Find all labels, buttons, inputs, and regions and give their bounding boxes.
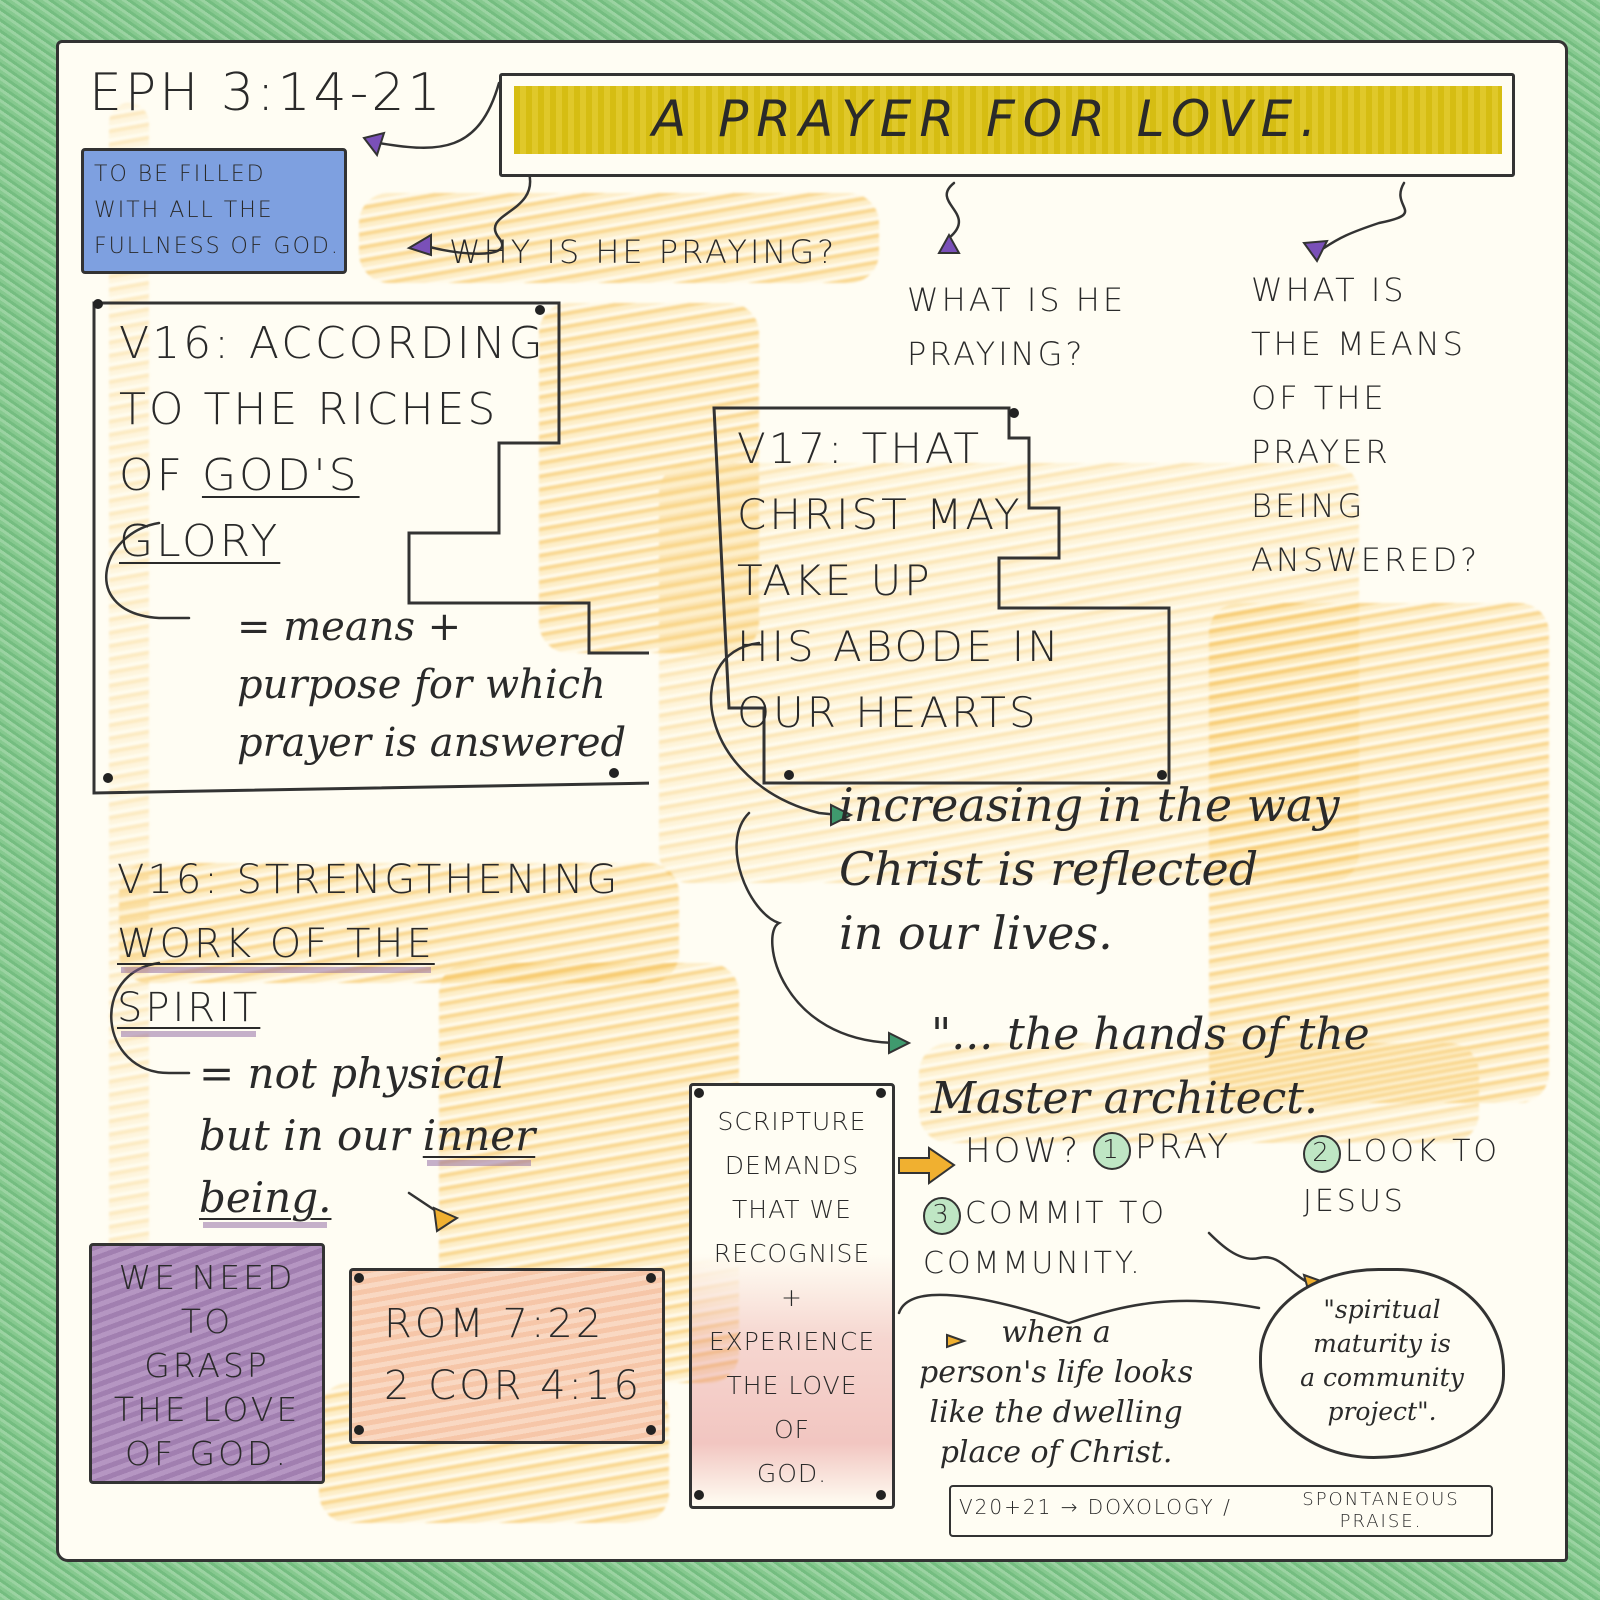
how-label: HOW? [965,1131,1081,1171]
pin-dot [1009,408,1019,418]
question-means: WHAT IS THE MEANS OF THE PRAYER BEING AN… [1251,271,1481,579]
pin-dot [103,773,113,783]
wash [1209,603,1549,1103]
dwelling-note: when a person's life looks like the dwel… [919,1315,1194,1470]
scripture-box: SCRIPTURE DEMANDS THAT WE RECOGNISE + EX… [689,1083,895,1509]
pin-dot [354,1273,364,1283]
pin-dot [1157,770,1167,780]
question-why: WHY IS HE PRAYING? [449,233,838,271]
pin-dot [646,1425,656,1435]
glory-underlined: GLORY [119,516,281,567]
title-highlight [514,86,1502,154]
maturity-quote: "spiritual maturity is a community proje… [1300,1295,1464,1426]
references-box: ROM 7:22 2 COR 4:16 [349,1268,665,1444]
pin-dot [646,1273,656,1283]
pin-dot [354,1425,364,1435]
architect-quote: "... the hands of the Master architect. [931,1009,1370,1124]
references-text: ROM 7:22 2 COR 4:16 [384,1301,642,1409]
wash [919,1043,1479,1143]
arrow-markers [362,131,1329,1349]
page-title: A PRAYER FOR LOVE. [652,90,1325,148]
pin-dot [93,299,103,309]
pin-dot [694,1490,704,1500]
v17-text: V17: THAT CHRIST MAY TAKE UP HIS ABODE I… [737,424,1062,737]
v17-box: V17: THAT CHRIST MAY TAKE UP HIS ABODE I… [709,398,1189,798]
pin-dot [694,1088,704,1098]
v16-glory-heading: V16: ACCORDING TO THE RICHES OF GOD'S GL… [119,318,546,567]
scripture-text: SCRIPTURE DEMANDS THAT WE RECOGNISE + EX… [708,1107,876,1488]
reflected-note: increasing in the way Christ is reflecte… [839,778,1340,960]
connector-lines [104,81,1407,1349]
v16-glory-box: V16: ACCORDING TO THE RICHES OF GOD'S GL… [89,293,649,813]
v16-spirit-note: = not physical but in our inner being. [199,1049,536,1222]
spontaneous-praise: SPONTANEOUS PRAISE. [1302,1489,1460,1532]
purpose-text: TO BE FILLED WITH ALL THE FULLNESS OF GO… [94,162,340,259]
purpose-box: TO BE FILLED WITH ALL THE FULLNESS OF GO… [81,148,347,274]
wash [109,103,149,1403]
grasp-text: WE NEED TO GRASP THE LOVE OF GOD. [113,1258,301,1473]
pin-dot [784,770,794,780]
doxology-text: V20+21 → DOXOLOGY / [959,1495,1232,1519]
scripture-reference: EPH 3:14-21 [89,63,444,123]
v16-glory-note: = means + purpose for which prayer is an… [237,604,627,766]
doxology-box: V20+21 → DOXOLOGY / SPONTANEOUS PRAISE. [949,1485,1493,1537]
gods-underlined: GOD'S [201,450,360,501]
maturity-cloud: "spiritual maturity is a community proje… [1259,1268,1505,1459]
title-banner: A PRAYER FOR LOVE. [499,73,1515,177]
pin-dot [535,305,545,315]
question-what: WHAT IS HE PRAYING? [907,281,1127,373]
pin-dot [609,768,619,778]
pin-dot [876,1088,886,1098]
grasp-box: WE NEED TO GRASP THE LOVE OF GOD. [89,1243,325,1484]
v16-spirit-heading: V16: STRENGTHENING WORK OF THE SPIRIT [117,857,621,1031]
pin-dot [876,1490,886,1500]
sketchnote-page: EPH 3:14-21 TO BE FILLED WITH ALL THE FU… [56,40,1568,1562]
wash [359,193,879,283]
